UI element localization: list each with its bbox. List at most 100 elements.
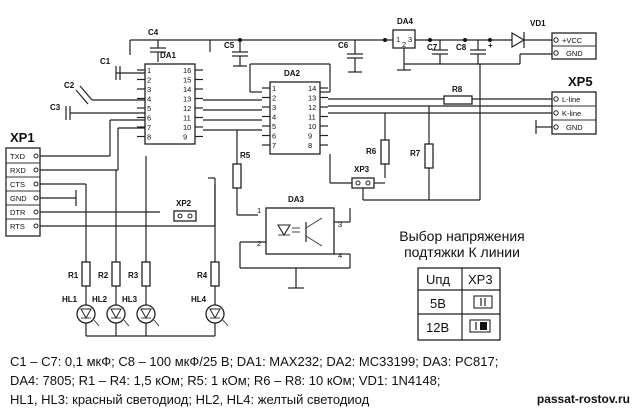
- watermark: passat-rostov.ru: [536, 392, 630, 406]
- da2-pin-12: 12: [308, 103, 316, 112]
- jumper-xp2: XP2: [173, 199, 197, 222]
- da2-pin-4: 4: [272, 113, 276, 122]
- da2-pin-8: 8: [308, 141, 312, 150]
- hl1-label: HL1: [62, 295, 78, 304]
- da1-pin-7: 7: [147, 123, 151, 132]
- da1-pin-8: 8: [147, 133, 151, 142]
- da3-pin4: 4: [338, 251, 342, 260]
- da1-pin-14: 14: [183, 85, 191, 94]
- r1-label: R1: [68, 271, 79, 280]
- da2-pin-11: 11: [308, 113, 316, 122]
- c4-label: C4: [148, 28, 159, 37]
- da1-pin-12: 12: [183, 104, 191, 113]
- da1-pin-4: 4: [147, 95, 151, 104]
- regulator-da4: 1 3 2 DA4: [392, 17, 416, 71]
- c8-label: C8: [456, 43, 467, 52]
- da2-pin-13: 13: [308, 94, 316, 103]
- xp1-pin-socket: [33, 195, 39, 201]
- da3-pin2: 2: [257, 239, 261, 248]
- table-header-voltage: Uпд: [426, 272, 450, 287]
- hl3-label: HL3: [122, 295, 138, 304]
- caption-line-1: C1 – C7: 0,1 мкФ; C8 – 100 мкФ/25 В; DA1…: [10, 354, 499, 369]
- da2-pin-5: 5: [272, 122, 276, 131]
- chip-da2: DA2: [269, 69, 321, 155]
- resistor-r3: R3: [128, 184, 151, 306]
- xp2-label: XP2: [176, 199, 192, 208]
- c2-label: C2: [64, 81, 75, 90]
- r6-label: R6: [366, 147, 377, 156]
- caption-line-3: HL1, HL3: красный светодиод; HL2, HL4: ж…: [10, 392, 370, 407]
- optocoupler-da3: DA3 1 2 3 4: [239, 195, 351, 289]
- c8-plus: +: [488, 41, 493, 50]
- r2-label: R2: [98, 271, 109, 280]
- da3-pin3: 3: [338, 220, 342, 229]
- da1-label: DA1: [160, 51, 177, 60]
- voltage-table: Uпд XP3 5В 12В: [417, 267, 501, 341]
- da2-pin-3: 3: [272, 103, 276, 112]
- led-hl1: HL1: [62, 295, 100, 327]
- power-vcc-label: +VCC: [562, 36, 583, 45]
- r5-label: R5: [240, 151, 251, 160]
- capacitor-c4: C4: [148, 28, 166, 62]
- xp5-kline-label: K-line: [562, 109, 581, 118]
- resistor-r7: R7: [410, 106, 434, 200]
- capacitor-c1: C1: [100, 57, 145, 80]
- da1-pin-3: 3: [147, 85, 151, 94]
- da4-pin3: 3: [408, 35, 412, 44]
- xp5-gnd-label: GND: [566, 123, 583, 132]
- hl4-label: HL4: [191, 295, 207, 304]
- xp1-pin-txd: TXD: [10, 152, 26, 161]
- da2-pin-14: 14: [308, 84, 316, 93]
- xp1-label: XP1: [10, 130, 35, 145]
- capacitor-c8: C8 +: [456, 40, 493, 64]
- xp3-label: XP3: [354, 165, 370, 174]
- r8-label: R8: [452, 85, 463, 94]
- led-hl4: HL4: [191, 295, 229, 327]
- table-row-12v: 12В: [426, 320, 449, 335]
- da3-label: DA3: [288, 195, 305, 204]
- table-header-jumper: XP3: [468, 272, 493, 287]
- vd1-label: VD1: [530, 19, 546, 28]
- led-hl3: HL3: [122, 295, 160, 327]
- xp1-pin-socket: [33, 181, 39, 187]
- resistor-r4: R4: [197, 184, 220, 306]
- capacitor-c6: C6: [338, 40, 363, 73]
- da2-pin-7: 7: [272, 141, 276, 150]
- c1-label: C1: [100, 57, 111, 66]
- da1-pin-5: 5: [147, 104, 151, 113]
- c5-label: C5: [224, 41, 235, 50]
- da2-pin-10: 10: [308, 122, 316, 131]
- xp1-pin-socket: [33, 223, 39, 229]
- da3-pin1: 1: [257, 206, 261, 215]
- xp1-pin-gnd: GND: [10, 194, 27, 203]
- r7-label: R7: [410, 149, 421, 158]
- da1-pin-11: 11: [183, 114, 191, 123]
- voltage-selector-title: Выбор напряжения подтяжки К линии: [399, 228, 525, 260]
- xp1-pin-cts: CTS: [10, 180, 25, 189]
- resistor-r2: R2: [98, 184, 121, 306]
- da1-pin-15: 15: [183, 76, 191, 85]
- capacitor-c7: C7: [427, 40, 448, 64]
- table-row-5v: 5В: [430, 296, 446, 311]
- da1-pin-13: 13: [183, 95, 191, 104]
- r3-label: R3: [128, 271, 139, 280]
- resistor-r1: R1: [68, 184, 91, 306]
- da2-pin-6: 6: [272, 132, 276, 141]
- xp1-pin-dtr: DTR: [10, 208, 26, 217]
- c7-label: C7: [427, 43, 438, 52]
- xp1-pin-rts: RTS: [10, 222, 25, 231]
- xp5-connector: XP5 L-line K-line GND: [551, 74, 597, 135]
- c3-label: C3: [50, 103, 61, 112]
- da1-pin-1: 1: [147, 66, 151, 75]
- jumper-xp3: XP3: [329, 64, 481, 201]
- da4-pin1: 1: [396, 35, 400, 44]
- da1-pin-10: 10: [183, 123, 191, 132]
- hl2-label: HL2: [92, 295, 108, 304]
- xp5-lline-label: L-line: [562, 95, 580, 104]
- xp1-pin-socket: [33, 167, 39, 173]
- diode-vd1: VD1: [510, 19, 552, 49]
- power-rail: [129, 38, 520, 55]
- da1-pin-6: 6: [147, 114, 151, 123]
- da2-pin-9: 9: [308, 132, 312, 141]
